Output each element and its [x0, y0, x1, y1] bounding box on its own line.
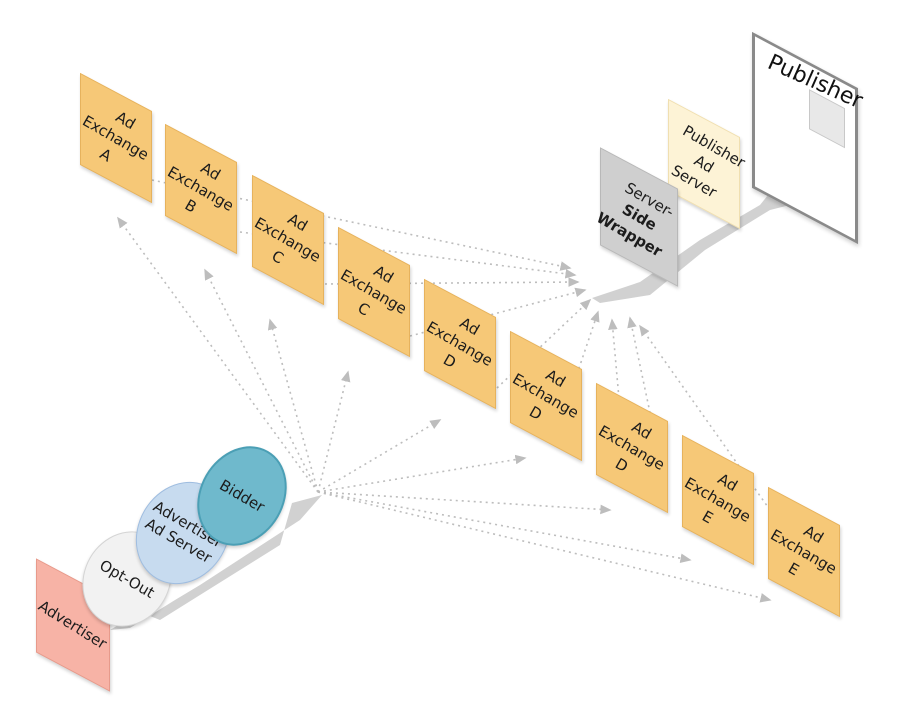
arrow-bidder-to-exchange-8: [317, 491, 692, 563]
flow-arrow-advertiser-to-bidder: [110, 495, 322, 630]
arrow-bidder-to-exchange-6: [317, 454, 527, 493]
arrow-exchange-1-to-wrapper: [151, 179, 572, 271]
arrow-exchange-2-to-wrapper: [239, 231, 577, 279]
arrow-bidder-to-exchange-7: [317, 491, 612, 515]
arrow-bidder-to-exchange-1: [117, 216, 319, 493]
arrow-bidder-to-exchange-4: [317, 370, 351, 493]
